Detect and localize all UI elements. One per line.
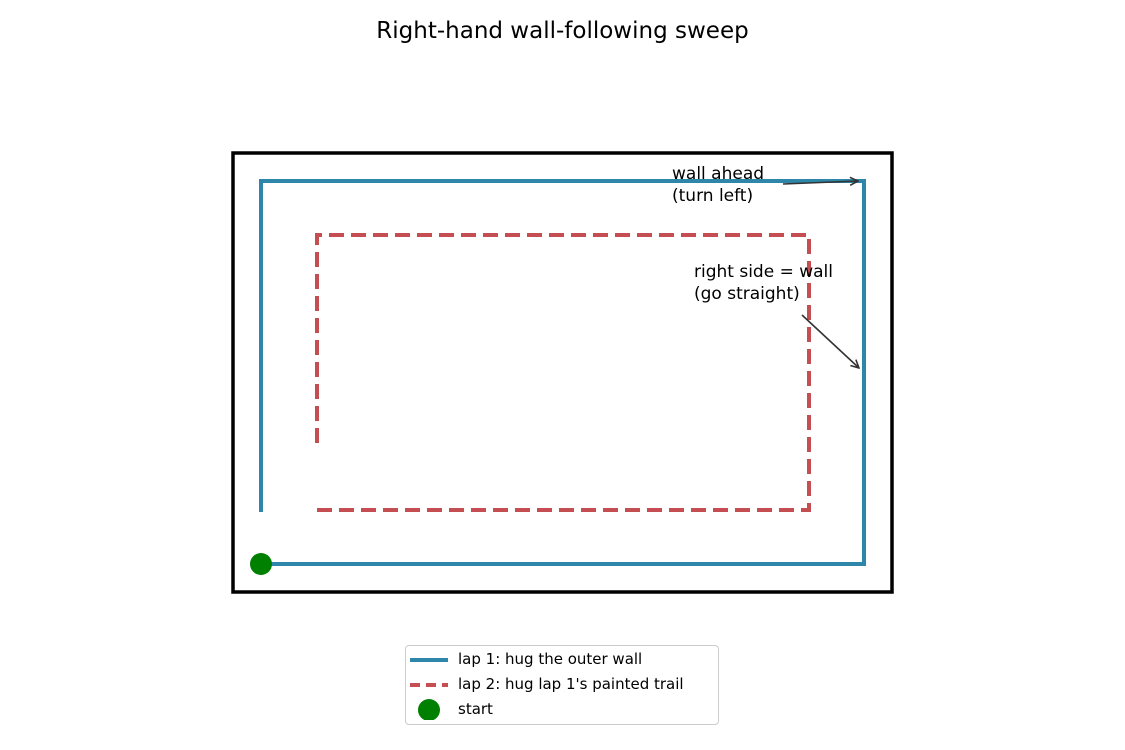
lap2-path <box>315 233 811 512</box>
arrow-wall-ahead <box>782 181 858 184</box>
annotation-right-side-line1: right side = wall <box>694 262 833 282</box>
annotation-right-side-line2: (go straight) <box>694 284 800 304</box>
legend-item-lap2: lap 2: hug lap 1's painted trail <box>406 673 718 695</box>
annotation-wall-ahead: wall ahead (turn left) <box>672 163 764 207</box>
annotation-wall-ahead-line1: wall ahead <box>672 164 765 184</box>
legend-item-lap1: lap 1: hug the outer wall <box>406 648 718 670</box>
annotation-right-side: right side = wall (go straight) <box>694 261 833 305</box>
outer-wall <box>231 151 894 594</box>
annotation-wall-ahead-line2: (turn left) <box>672 186 754 206</box>
diagram-title: Right-hand wall-following sweep <box>376 18 749 44</box>
legend-label-start: start <box>458 700 493 718</box>
legend-swatch-start <box>418 699 440 720</box>
legend-item-start: start <box>406 698 718 720</box>
start-marker <box>250 553 272 575</box>
lap1-path <box>259 179 866 566</box>
arrow-right-side <box>801 314 859 368</box>
legend-label-lap2: lap 2: hug lap 1's painted trail <box>458 675 684 693</box>
legend: lap 1: hug the outer wall lap 2: hug lap… <box>405 645 719 725</box>
legend-label-lap1: lap 1: hug the outer wall <box>458 650 643 668</box>
